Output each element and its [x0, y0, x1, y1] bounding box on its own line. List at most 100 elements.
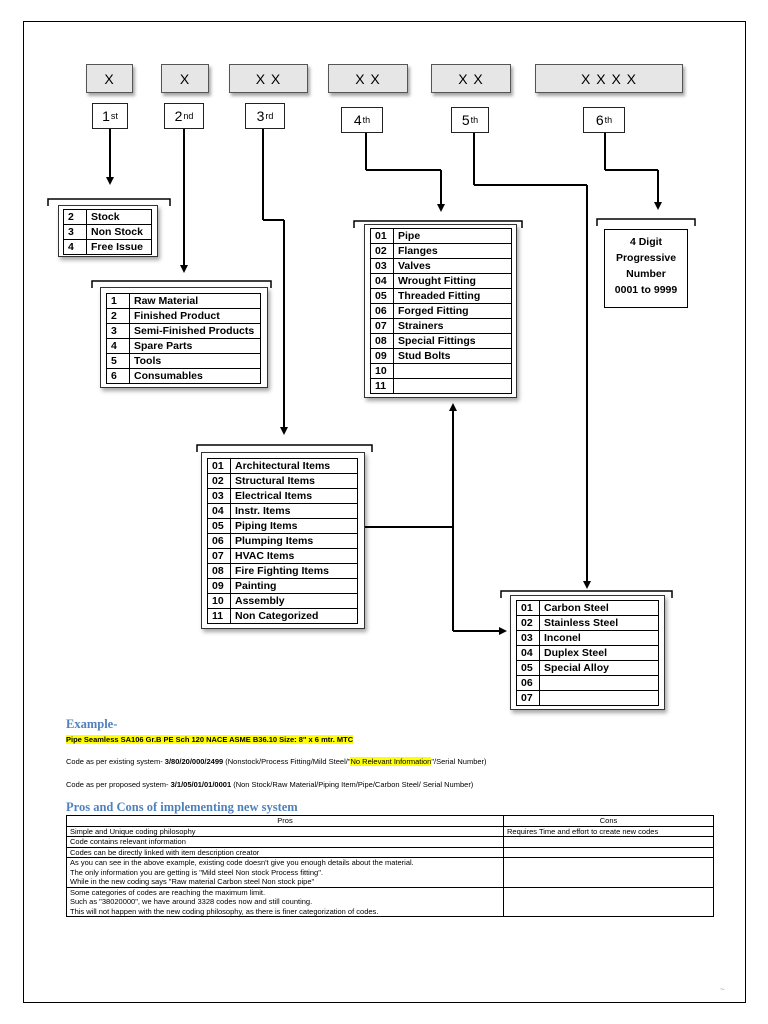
text: th	[470, 115, 479, 125]
table-cell: Flanges	[393, 243, 512, 259]
table-cell: Non Categorized	[230, 608, 358, 624]
table-cell: 01	[207, 458, 231, 474]
table-cell: 11	[370, 378, 394, 394]
table-cell: 10	[370, 363, 394, 379]
table-cell: 05	[370, 288, 394, 304]
table-cell: Electrical Items	[230, 488, 358, 504]
text: nd	[183, 111, 194, 121]
table-cell: Codes can be directly linked with item d…	[66, 846, 504, 858]
table-cell: Stock	[86, 209, 152, 225]
table-cell	[503, 857, 714, 888]
table-cell	[503, 836, 714, 848]
table-cell: As you can see in the above example, exi…	[66, 857, 504, 888]
table-cell: 05	[516, 660, 540, 676]
table-cell: Raw Material	[129, 293, 261, 309]
code-segment-6: X X X X	[535, 64, 683, 93]
table-cell: Special Fittings	[393, 333, 512, 349]
page-corner-mark: ~	[720, 985, 725, 994]
table-cell: Some categories of codes are reaching th…	[66, 886, 504, 917]
table-cell: Fire Fighting Items	[230, 563, 358, 579]
text: 6	[595, 112, 604, 128]
table-row: Some categories of codes are reaching th…	[66, 886, 714, 917]
code-segment-3: X X	[229, 64, 308, 93]
table-cell: 07	[370, 318, 394, 334]
table-cell: Wrought Fitting	[393, 273, 512, 289]
table-cell: 07	[207, 548, 231, 564]
table-cell: 01	[370, 228, 394, 244]
code-segment-4: X X	[328, 64, 408, 93]
table-row: Code contains relevant information	[66, 836, 714, 848]
table-cell: Finished Product	[129, 308, 261, 324]
table-cell: Plumping Items	[230, 533, 358, 549]
text: (Non Stock/Raw Material/Piping Item/Pipe…	[231, 780, 474, 789]
text: "/Serial Number)	[431, 757, 487, 766]
text: th	[604, 115, 613, 125]
page-border	[23, 21, 746, 1003]
table-cell: 6	[106, 368, 130, 384]
table-cell: Valves	[393, 258, 512, 274]
table-cell: 03	[370, 258, 394, 274]
table-cell: Non Stock	[86, 224, 152, 240]
table-cell: Special Alloy	[539, 660, 659, 676]
table-cell: 06	[207, 533, 231, 549]
table-cell: 07	[516, 690, 540, 706]
table-cell: Architectural Items	[230, 458, 358, 474]
table-cell: 11	[207, 608, 231, 624]
table-cell: 5	[106, 353, 130, 369]
text: 2	[174, 108, 183, 124]
table-cell: Instr. Items	[230, 503, 358, 519]
pros-header: Pros	[66, 815, 504, 827]
table-header-row: Pros Cons	[66, 815, 714, 827]
table-cell: Structural Items	[230, 473, 358, 489]
table-cell: 01	[516, 600, 540, 616]
table-cell: Consumables	[129, 368, 261, 384]
table-cell: 03	[207, 488, 231, 504]
pros-cons-table: Pros Cons Simple and Unique coding philo…	[66, 815, 714, 917]
progressive-number-box: 4 Digit Progressive Number 0001 to 9999	[604, 229, 688, 308]
table-cell	[503, 886, 714, 917]
table-cell: 09	[207, 578, 231, 594]
table-cell: Forged Fitting	[393, 303, 512, 319]
table-cell: 06	[516, 675, 540, 691]
table-cell: 09	[370, 348, 394, 364]
table-cell: 2	[106, 308, 130, 324]
text: 4	[353, 112, 362, 128]
proposed-code-line: Code as per proposed system- 3/1/05/01/0…	[66, 780, 473, 789]
text: Code as per existing system-	[66, 757, 165, 766]
table-cell: 05	[207, 518, 231, 534]
code-segment-5: X X	[431, 64, 511, 93]
table-cell	[539, 675, 659, 691]
text: 4 Digit	[629, 236, 663, 248]
table-cell: Requires Time and effort to create new c…	[503, 825, 714, 837]
text: th	[362, 115, 371, 125]
table-cell: 4	[106, 338, 130, 354]
existing-code-line: Code as per existing system- 3/80/20/000…	[66, 757, 487, 766]
table-cell: Stainless Steel	[539, 615, 659, 631]
table-row: As you can see in the above example, exi…	[66, 857, 714, 888]
